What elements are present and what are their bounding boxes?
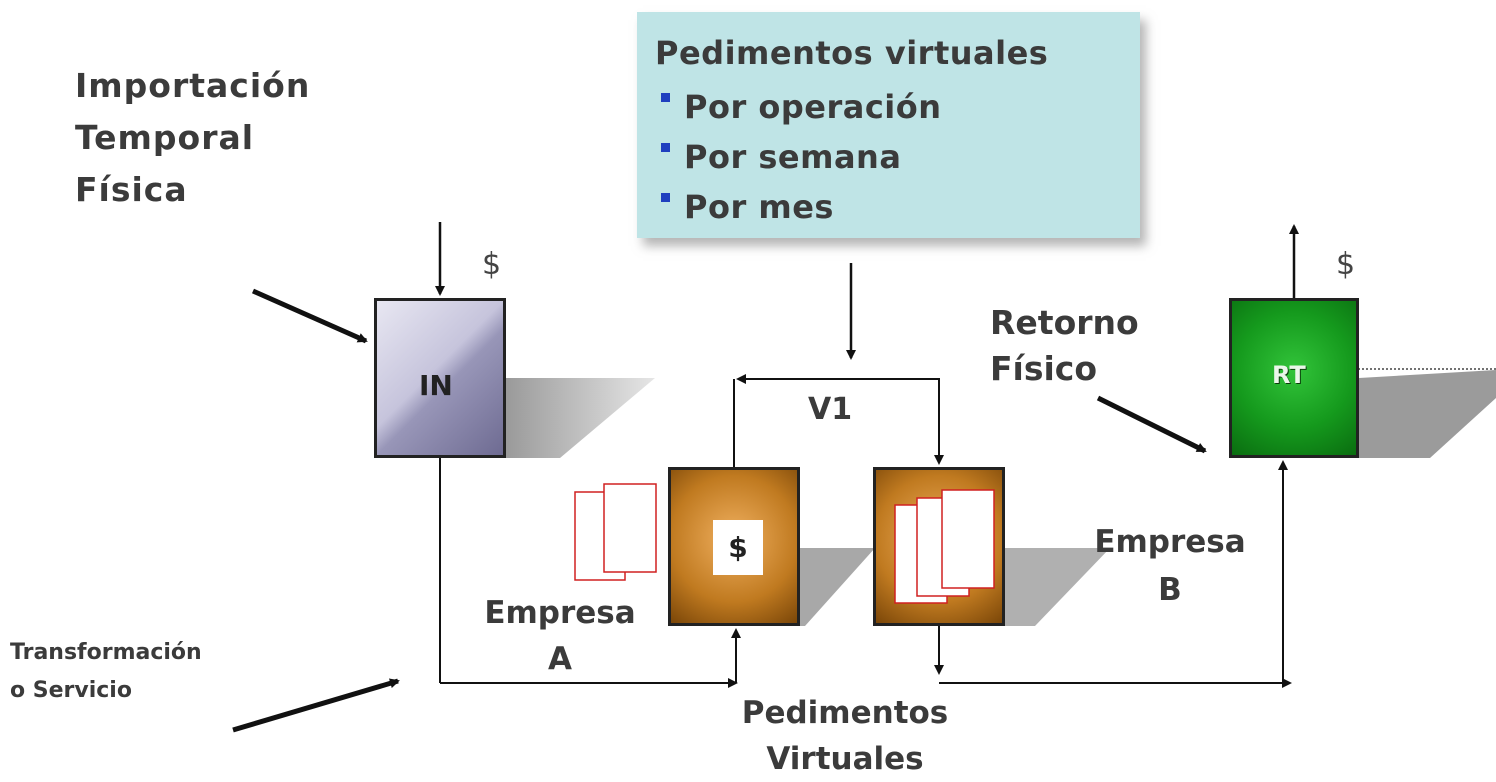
title-line-2: Temporal	[75, 118, 255, 157]
transformacion-line-1: Transformación	[10, 640, 202, 665]
retorno-pointer-arrow	[1096, 395, 1207, 454]
square-bullet-icon	[661, 192, 670, 202]
empresa-a-box: $	[668, 467, 800, 626]
empresa-a-line-2: A	[548, 641, 572, 677]
empresa-b-label: Empresa B	[1075, 518, 1265, 614]
empresa-a-label: Empresa A	[470, 590, 650, 682]
in-box: IN	[374, 298, 506, 458]
pedimentos-line-2: Virtuales	[766, 741, 924, 777]
retorno-fisico-label: Retorno Físico	[990, 300, 1139, 392]
retorno-line-2: Físico	[990, 349, 1098, 388]
rt-box-label: RT	[1272, 361, 1306, 389]
info-box-item: Por mes	[661, 182, 942, 232]
retorno-line-1: Retorno	[990, 303, 1139, 342]
empresa-a-shadow	[800, 548, 875, 626]
in-box-label: IN	[419, 369, 453, 402]
transformacion-line-2: o Servicio	[10, 678, 132, 703]
pedimentos-line-1: Pedimentos	[741, 695, 949, 731]
transformacion-label: Transformación o Servicio	[10, 634, 202, 710]
square-bullet-icon	[661, 92, 670, 102]
transformacion-pointer-arrow	[232, 678, 400, 733]
empresa-b-box	[873, 467, 1005, 626]
info-box-item: Por semana	[661, 132, 942, 182]
diagram-title: Importación Temporal Física	[75, 60, 310, 216]
in-pointer-arrow	[251, 288, 368, 344]
empresa-b-line-1: Empresa	[1094, 524, 1246, 560]
info-box-item-label: Por operación	[684, 88, 942, 126]
info-box-item: Por operación	[661, 82, 942, 132]
info-box-list: Por operación Por semana Por mes	[661, 82, 942, 232]
square-bullet-icon	[661, 142, 670, 152]
empresa-a-line-1: Empresa	[484, 595, 636, 631]
in-box-shadow	[506, 378, 655, 458]
rt-box-shadow	[1359, 370, 1496, 458]
v1-label: V1	[808, 392, 853, 427]
document-icon	[603, 483, 657, 573]
empresa-b-shadow	[1005, 548, 1110, 626]
pedimentos-virtuales-label: Pedimentos Virtuales	[715, 690, 975, 782]
title-line-1: Importación	[75, 66, 311, 105]
in-dollar-label: $	[482, 247, 502, 282]
rt-box: RT	[1229, 298, 1359, 458]
info-box-item-label: Por semana	[684, 138, 902, 176]
info-box-item-label: Por mes	[684, 188, 834, 226]
info-box-heading: Pedimentos virtuales	[655, 34, 1049, 72]
title-line-3: Física	[75, 170, 188, 209]
pedimentos-info-box: Pedimentos virtuales Por operación Por s…	[637, 12, 1140, 238]
dollar-icon: $	[713, 520, 763, 575]
empresa-b-line-2: B	[1158, 572, 1182, 608]
rt-dollar-label: $	[1336, 247, 1356, 282]
